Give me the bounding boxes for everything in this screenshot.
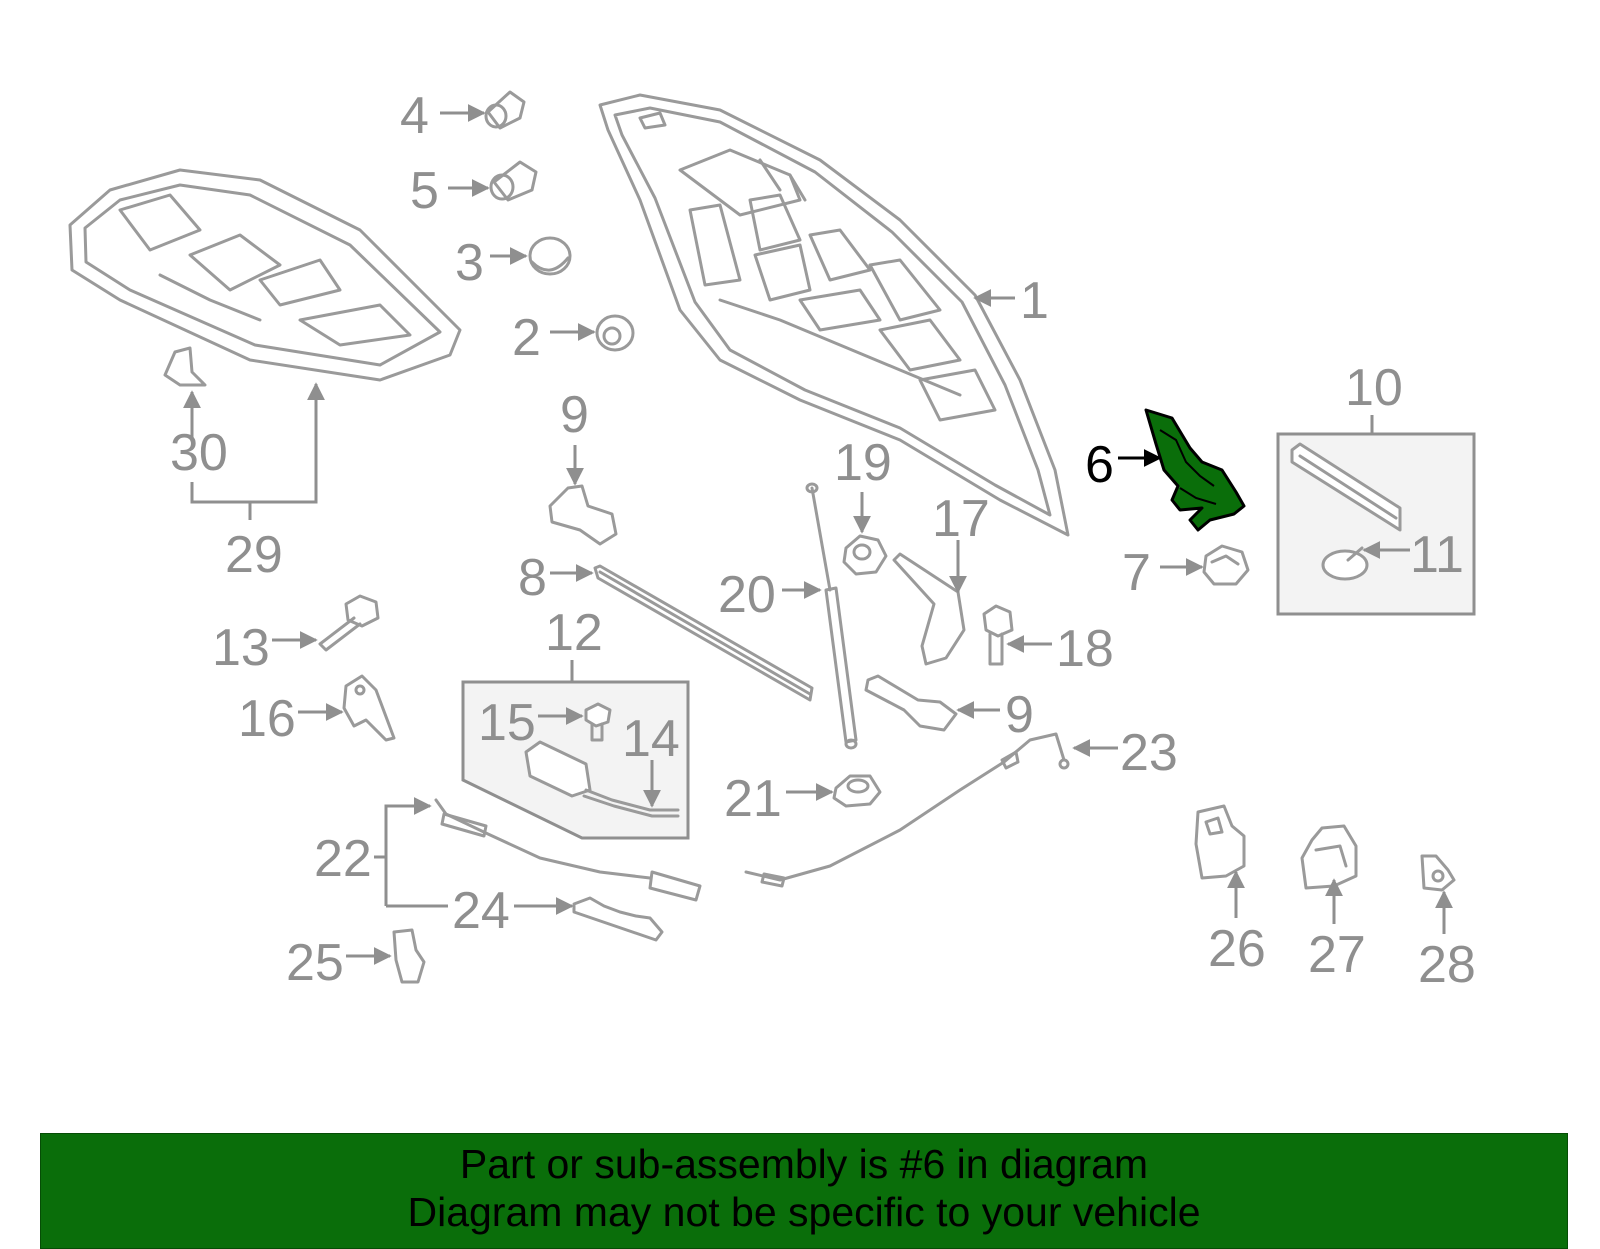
part-7-nut[interactable] xyxy=(1202,544,1250,586)
part-26-bracket[interactable] xyxy=(1194,804,1246,880)
part-20-hood-strut[interactable] xyxy=(805,482,858,750)
callout-18: 18 xyxy=(1056,620,1114,678)
callout-10: 10 xyxy=(1345,359,1403,417)
callout-5: 5 xyxy=(410,162,439,220)
callout-27: 27 xyxy=(1308,926,1366,984)
part-30-clip[interactable] xyxy=(163,346,207,387)
callout-14: 14 xyxy=(622,710,680,768)
callout-17: 17 xyxy=(932,490,990,548)
callout-25: 25 xyxy=(286,934,344,992)
part-8-seal-strip[interactable] xyxy=(593,564,814,702)
callout-12: 12 xyxy=(545,604,603,662)
callout-26: 26 xyxy=(1208,920,1266,978)
callout-7: 7 xyxy=(1122,544,1151,602)
part-28-clip[interactable] xyxy=(1420,854,1456,892)
callout-3: 3 xyxy=(455,234,484,292)
part-17-bracket[interactable] xyxy=(892,552,966,666)
callout-30: 30 xyxy=(170,424,228,482)
part-24-clip-strip[interactable] xyxy=(572,896,664,942)
callout-21: 21 xyxy=(724,770,782,828)
callout-13: 13 xyxy=(212,619,270,677)
callout-8: 8 xyxy=(518,549,547,607)
banner-line-disclaimer: Diagram may not be specific to your vehi… xyxy=(407,1189,1201,1235)
part-9-bracket-lower[interactable] xyxy=(864,674,958,732)
part-3-plug[interactable] xyxy=(528,236,572,276)
callout-4: 4 xyxy=(400,87,429,145)
callout-29: 29 xyxy=(225,526,283,584)
part-15-bolt[interactable] xyxy=(584,702,612,742)
part-1-hood[interactable] xyxy=(598,93,1070,537)
part-29-hood-insulator[interactable] xyxy=(68,168,462,382)
banner-line-part: Part or sub-assembly is #6 in diagram xyxy=(459,1141,1149,1187)
part-10-seal[interactable] xyxy=(1290,442,1402,532)
part-27-bracket[interactable] xyxy=(1300,824,1358,890)
part-4-bumper[interactable] xyxy=(484,90,526,130)
callout-11: 11 xyxy=(1410,526,1464,584)
part-21-bumper[interactable] xyxy=(832,774,882,808)
part-23-release-cable[interactable] xyxy=(744,732,1070,888)
part-9-bracket-upper[interactable] xyxy=(548,484,618,546)
callout-6: 6 xyxy=(1085,436,1114,494)
part-25-clip[interactable] xyxy=(392,928,426,984)
part-16-bracket[interactable] xyxy=(342,674,396,742)
part-6-hood-hinge-highlighted[interactable] xyxy=(1144,408,1246,532)
callout-16: 16 xyxy=(238,690,296,748)
callout-24: 24 xyxy=(452,882,510,940)
part-11-bumper[interactable] xyxy=(1321,546,1369,581)
callout-22: 22 xyxy=(314,830,372,888)
callout-2: 2 xyxy=(512,309,541,367)
part-19-nut[interactable] xyxy=(842,534,888,576)
callout-1: 1 xyxy=(1020,272,1049,330)
callout-28: 28 xyxy=(1418,936,1476,994)
callout-23: 23 xyxy=(1120,724,1178,782)
part-2-grommet[interactable] xyxy=(595,314,635,352)
callout-20: 20 xyxy=(718,566,776,624)
part-18-bolt[interactable] xyxy=(982,604,1014,666)
callout-19: 19 xyxy=(834,434,892,492)
part-5-bumper[interactable] xyxy=(489,160,538,202)
part-13-bolt[interactable] xyxy=(318,594,380,652)
callout-15: 15 xyxy=(478,694,536,752)
part-22-release-cable[interactable] xyxy=(434,798,702,902)
info-banner: Part or sub-assembly is #6 in diagram Di… xyxy=(40,1133,1568,1249)
callout-9a: 9 xyxy=(560,386,589,444)
part-14-latch[interactable] xyxy=(524,740,680,818)
callout-9b: 9 xyxy=(1005,686,1034,744)
